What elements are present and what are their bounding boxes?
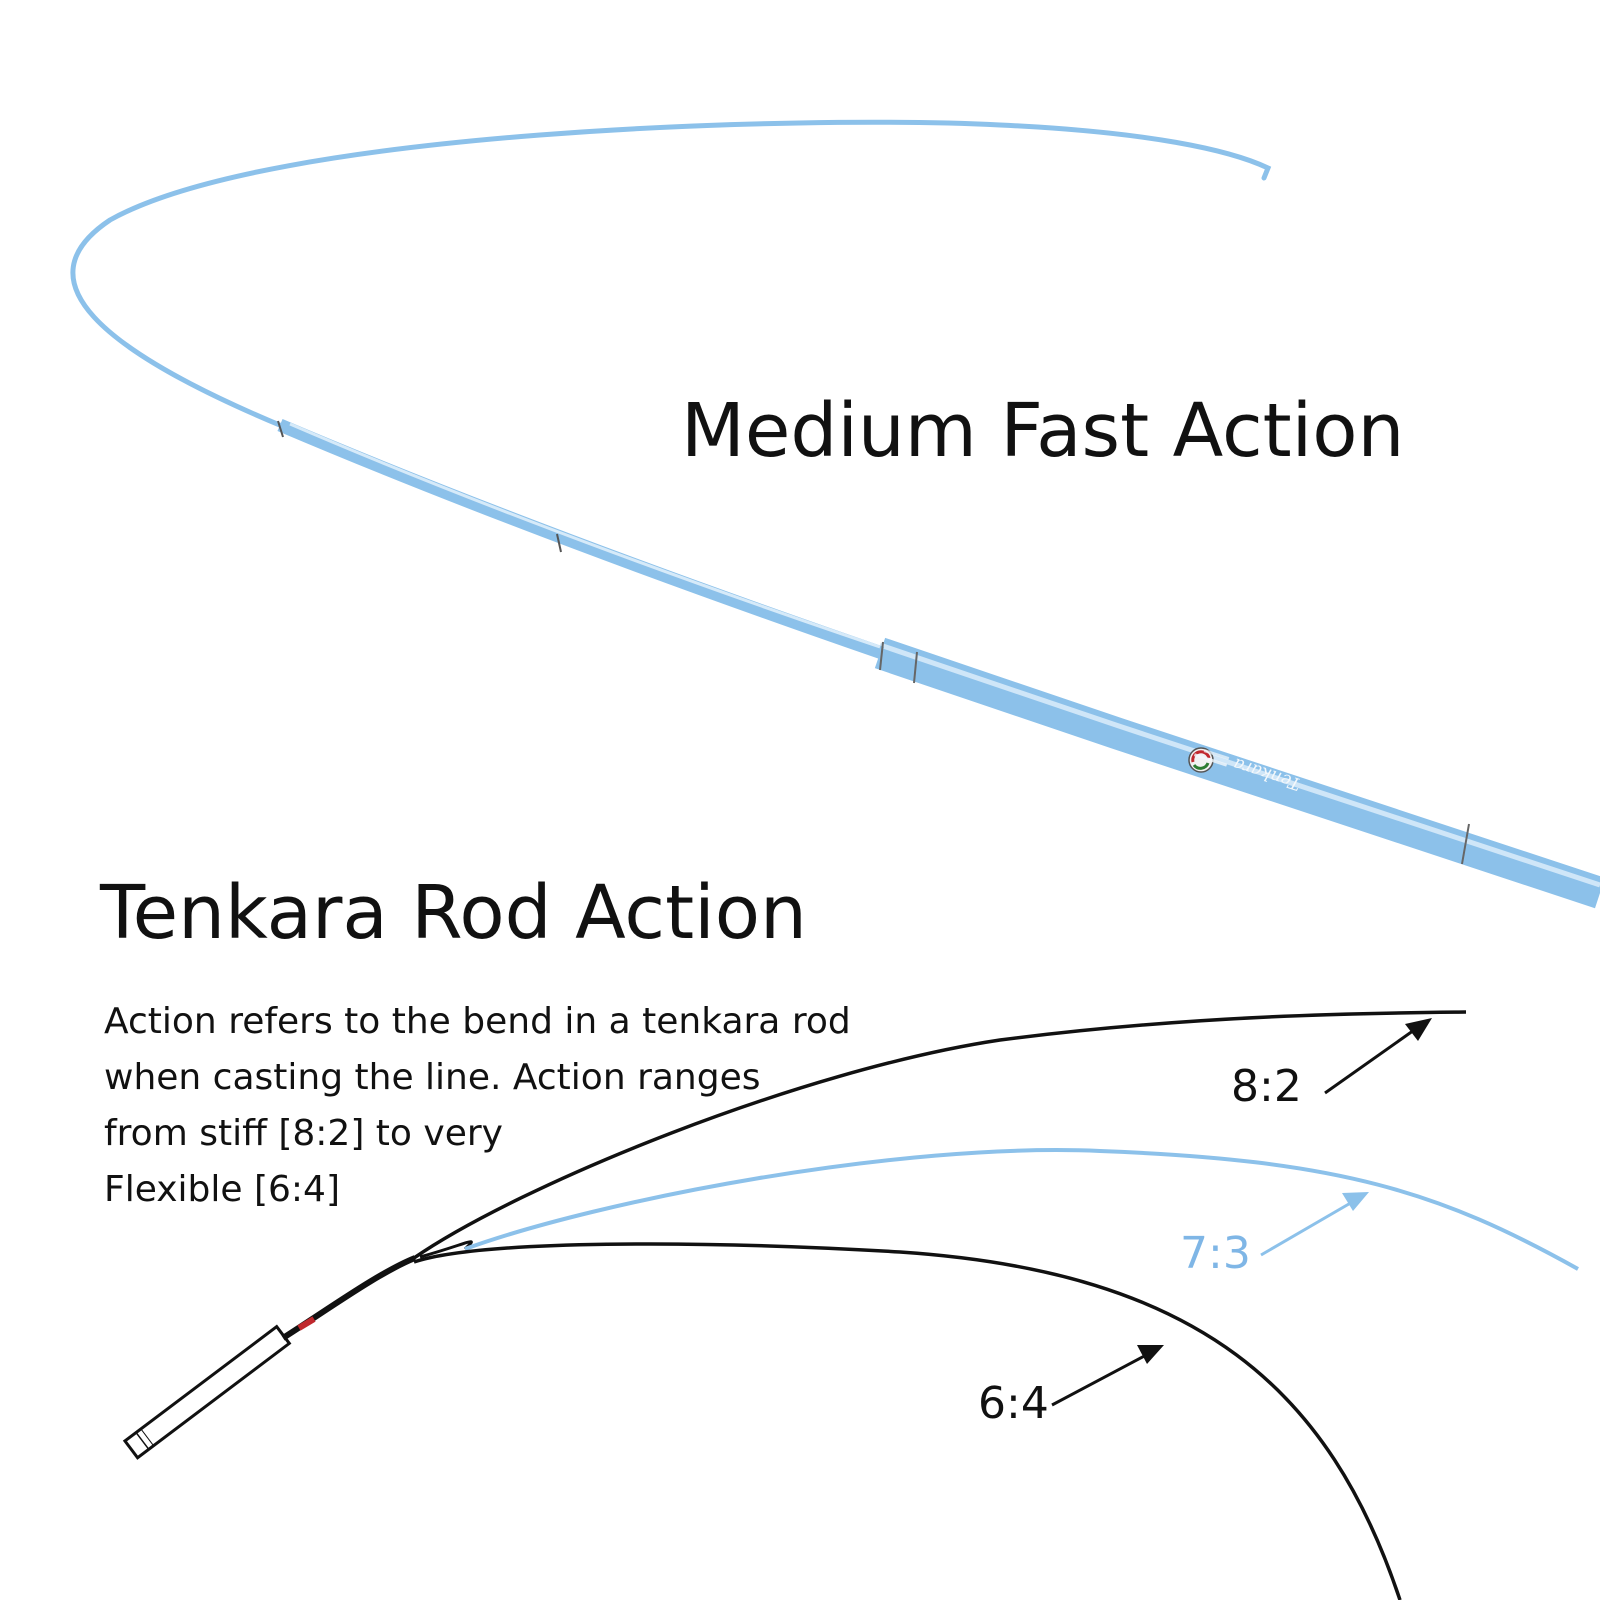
arrow-64 [1051,1345,1164,1407]
description-line: Flexible [6:4] [104,1169,341,1210]
arrow-73 [1260,1192,1369,1257]
rod-tip-section [70,119,1272,429]
rod-winding-red [297,1316,316,1331]
rod-butt-section [874,637,1600,909]
rod-middle-highlight [289,422,881,649]
rod-curve-82 [413,1010,1467,1260]
description-line: from stiff [8:2] to very [104,1113,503,1154]
rod-middle-section [277,419,885,660]
arrow-82 [1324,1018,1432,1095]
description-line: Action refers to the bend in a tenkara r… [104,1001,851,1042]
rod-joint [879,641,884,671]
headline-title: Medium Fast Action [681,388,1405,474]
rod-curve-73-blue [464,1148,1579,1271]
rod-handle [122,1324,292,1460]
rod-butt-highlight [879,642,1600,888]
rod-joint [556,533,562,553]
rod-action-diagram [122,1010,1579,1600]
label-ratio-64: 6:4 [978,1378,1049,1429]
description-paragraph: Action refers to the bend in a tenkara r… [104,994,851,1218]
rod-curve-73 [419,1240,473,1259]
section-title: Tenkara Rod Action [100,870,807,956]
rod-joint [913,651,918,684]
description-line: when casting the line. Action ranges [104,1057,761,1098]
rod-curve-64 [413,1242,1402,1600]
rod-joint [277,420,284,438]
label-ratio-73: 7:3 [1180,1228,1251,1279]
medium-fast-rod: Tenkara [70,119,1600,909]
label-ratio-82: 8:2 [1231,1061,1302,1112]
rod-joint [1461,823,1470,865]
